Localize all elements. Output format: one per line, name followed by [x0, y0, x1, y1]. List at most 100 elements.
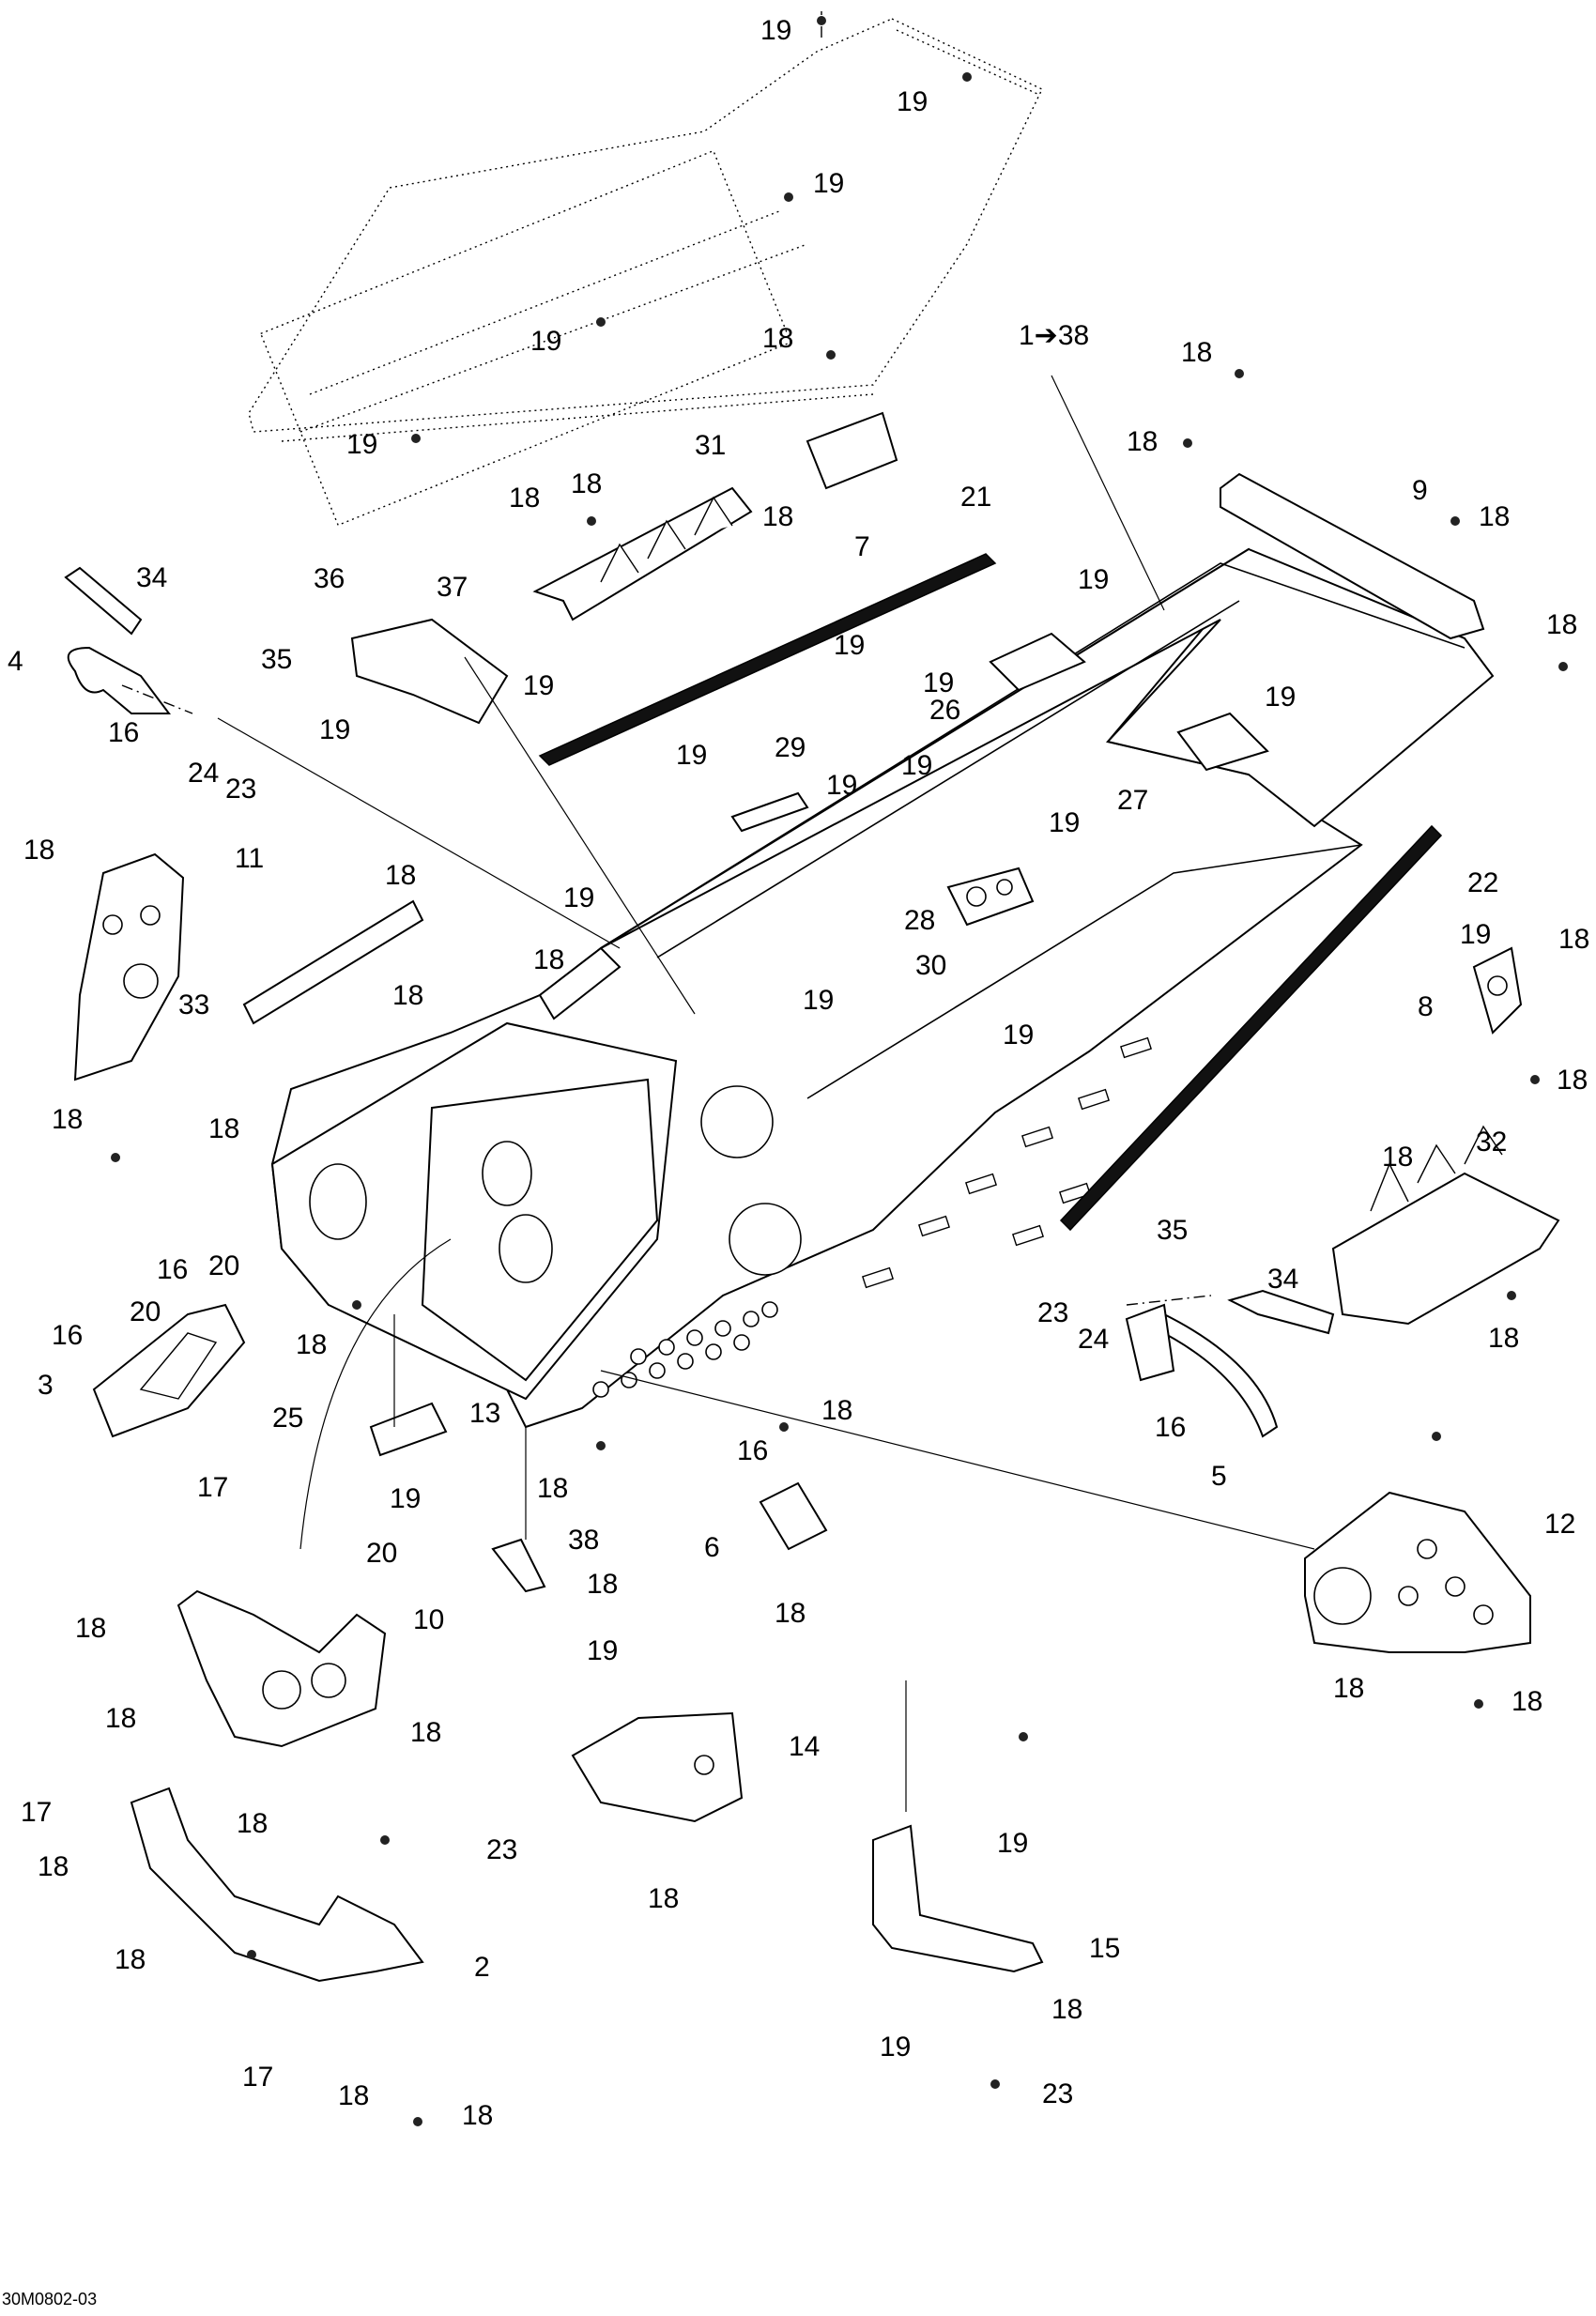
- figure-id: 30M0802-03: [2, 2290, 97, 2308]
- callout-19: 19: [1003, 1020, 1034, 1051]
- callout-24: 24: [188, 758, 219, 789]
- callout-20: 20: [366, 1538, 397, 1569]
- callout-32: 32: [1476, 1127, 1507, 1158]
- callout-15: 15: [1089, 1933, 1120, 1964]
- callout-18: 18: [1333, 1673, 1364, 1704]
- callout-1-38: 1➔38: [1019, 320, 1089, 351]
- callout-19: 19: [901, 750, 932, 781]
- callout-26: 26: [929, 695, 960, 726]
- callout-16: 16: [737, 1435, 768, 1466]
- callout-16: 16: [52, 1320, 83, 1351]
- callout-17: 17: [197, 1472, 228, 1503]
- callout-18: 18: [1488, 1323, 1519, 1354]
- callout-23: 23: [1037, 1297, 1068, 1328]
- callout-33: 33: [178, 989, 209, 1020]
- callout-3: 3: [38, 1370, 54, 1401]
- callout-18: 18: [338, 2080, 369, 2111]
- callout-18: 18: [1181, 337, 1212, 368]
- bracket-15: [872, 1824, 1044, 1973]
- side-plate-12: [1304, 1491, 1531, 1653]
- callout-18: 18: [1382, 1142, 1413, 1173]
- bracket-7: [806, 411, 898, 490]
- callout-23: 23: [225, 774, 256, 805]
- callout-labels: 19 19 19 19 19 18 18 18 18 31 7 21 1➔38 …: [2, 15, 1589, 2308]
- callout-18: 18: [571, 468, 602, 499]
- bracket-14: [571, 1711, 744, 1823]
- callout-18: 18: [1557, 1065, 1588, 1096]
- callout-18: 18: [1127, 426, 1158, 457]
- callout-36: 36: [314, 563, 345, 594]
- callout-19: 19: [563, 882, 594, 913]
- callout-19: 19: [390, 1483, 421, 1514]
- tunnel-cover-outline: [248, 18, 1043, 527]
- callout-10: 10: [413, 1604, 444, 1635]
- front-hole-pattern: [592, 1301, 778, 1398]
- callout-18: 18: [537, 1473, 568, 1504]
- callout-7: 7: [854, 531, 870, 562]
- callout-19: 19: [1078, 564, 1109, 595]
- callout-18: 18: [462, 2100, 493, 2131]
- leader-lines: [121, 11, 1315, 1812]
- front-bracket-10: [176, 1589, 387, 1748]
- bracket-26: [989, 632, 1086, 692]
- callout-19: 19: [760, 15, 791, 46]
- callout-34: 34: [136, 562, 167, 593]
- callout-16: 16: [157, 1254, 188, 1285]
- callout-19: 19: [1265, 682, 1296, 713]
- callout-18: 18: [52, 1104, 83, 1135]
- callout-18: 18: [296, 1329, 327, 1360]
- callout-12: 12: [1544, 1509, 1575, 1540]
- callout-31: 31: [695, 430, 726, 461]
- bracket-31: [532, 486, 753, 621]
- callout-19: 19: [834, 630, 865, 661]
- callout-20: 20: [208, 1250, 239, 1281]
- callout-24: 24: [1078, 1324, 1109, 1355]
- callout-17: 17: [21, 1797, 52, 1828]
- callout-8: 8: [1418, 991, 1434, 1022]
- callout-25: 25: [272, 1403, 303, 1434]
- callout-19: 19: [1049, 807, 1080, 838]
- callout-16: 16: [1155, 1412, 1186, 1443]
- rear-bracket-9: [1220, 472, 1485, 640]
- tunnel-frame: [270, 547, 1495, 1429]
- callout-11: 11: [235, 843, 264, 874]
- callout-22: 22: [1467, 867, 1498, 898]
- callout-19: 19: [523, 670, 554, 701]
- bracket-27: [1176, 712, 1269, 772]
- callout-23: 23: [1042, 2078, 1073, 2109]
- bracket-29: [730, 791, 809, 833]
- callout-20: 20: [130, 1296, 161, 1327]
- callout-18: 18: [105, 1703, 136, 1734]
- callout-21: 21: [960, 482, 991, 513]
- callout-18: 18: [648, 1883, 679, 1914]
- callout-29: 29: [775, 732, 806, 763]
- callout-6: 6: [704, 1532, 720, 1563]
- callout-19: 19: [676, 740, 707, 771]
- callout-35: 35: [261, 644, 292, 675]
- callout-19: 19: [530, 326, 561, 357]
- right-handle-5: [1125, 1289, 1335, 1438]
- callout-34: 34: [1267, 1264, 1298, 1295]
- callout-4: 4: [8, 646, 23, 677]
- left-hand-grab-4: [64, 566, 171, 714]
- callout-18: 18: [1051, 1994, 1082, 2025]
- bracket-6: [759, 1481, 828, 1551]
- callout-18: 18: [1546, 609, 1577, 640]
- callout-18: 18: [509, 483, 540, 514]
- bracket-8: [1472, 946, 1523, 1035]
- front-crossmember-2: [130, 1787, 424, 1983]
- callout-18: 18: [762, 323, 793, 354]
- callout-28: 28: [904, 905, 935, 936]
- callout-18: 18: [237, 1808, 268, 1839]
- callout-5: 5: [1211, 1461, 1227, 1492]
- callout-18: 18: [410, 1717, 441, 1748]
- callout-13: 13: [469, 1398, 500, 1429]
- callout-19: 19: [1460, 919, 1491, 950]
- bracket-36: [350, 618, 509, 725]
- callout-18: 18: [1512, 1686, 1542, 1717]
- callout-19: 19: [880, 2032, 911, 2063]
- callout-18: 18: [208, 1113, 239, 1144]
- callout-19: 19: [997, 1828, 1028, 1859]
- callout-18: 18: [392, 980, 423, 1011]
